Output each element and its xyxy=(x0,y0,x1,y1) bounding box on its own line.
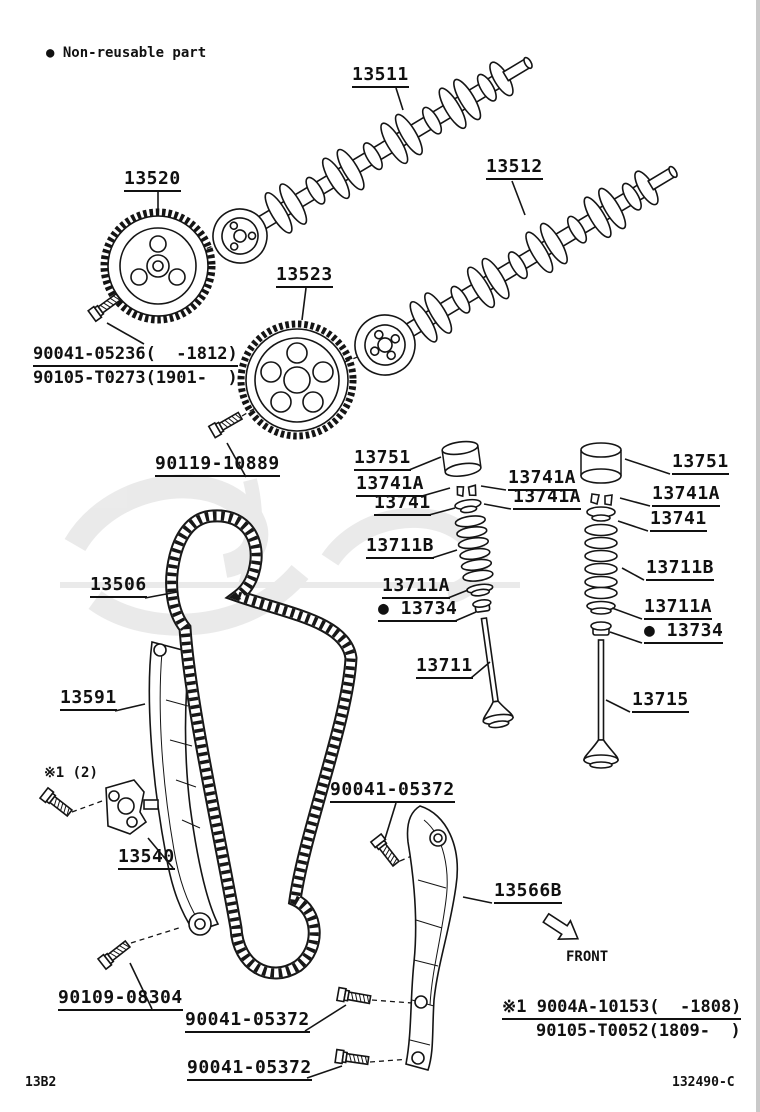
label-90041-05236: 90041-05236( -1812) xyxy=(33,345,238,367)
camshaft-13511-drawing xyxy=(212,40,544,264)
label-90041-05372-mid: 90041-05372 xyxy=(185,1010,310,1033)
timing-chain-drawing xyxy=(165,509,358,980)
scan-edge xyxy=(756,0,760,1112)
label-13540: 13540 xyxy=(118,847,175,870)
label-13711: 13711 xyxy=(416,656,473,679)
vvt-gear-drawing xyxy=(100,208,216,324)
label-13734-center: ● 13734 xyxy=(378,599,458,622)
label-13741A-center-right-top: 13741A xyxy=(508,468,577,491)
label-13711B-center: 13711B xyxy=(366,536,435,559)
figure-code: 132490-C xyxy=(672,1075,735,1090)
label-footnote-90105-T0052: 90105-T0052(1809- ) xyxy=(536,1021,741,1041)
valve-stack-right-drawing xyxy=(580,442,622,769)
label-13711B-right: 13711B xyxy=(646,558,715,581)
bolt-90041-05372-top-drawing xyxy=(370,833,402,869)
label-13591: 13591 xyxy=(60,688,117,711)
page-code-left: 13B2 xyxy=(25,1075,57,1090)
label-footnote-9004A-10153: ※1 9004A-10153( -1808) xyxy=(502,998,742,1020)
label-13751-right: 13751 xyxy=(672,452,729,475)
bolt-note1-drawing xyxy=(39,787,75,819)
label-90041-05372-top: 90041-05372 xyxy=(330,780,455,803)
label-90119-10889: 90119-10889 xyxy=(155,454,280,477)
camshaft-13512-drawing xyxy=(354,149,689,376)
label-13741-right: 13741 xyxy=(650,509,707,532)
bolt-90041-05372-mid-drawing xyxy=(336,986,372,1007)
label-13512: 13512 xyxy=(486,157,543,180)
label-13520: 13520 xyxy=(124,169,181,192)
chain-guide-drawing xyxy=(405,805,458,1071)
label-13741A-right: 13741A xyxy=(652,484,721,507)
tensioner-slipper-drawing xyxy=(148,640,220,936)
label-13506: 13506 xyxy=(90,575,147,598)
label-13711A-right: 13711A xyxy=(644,597,713,620)
label-90105-T0273: 90105-T0273(1901- ) xyxy=(33,368,238,388)
chain-tensioner-drawing xyxy=(105,779,159,835)
valve-stack-center-drawing xyxy=(441,440,514,729)
label-note1-ref: ※1 (2) xyxy=(44,765,98,781)
label-13715: 13715 xyxy=(632,690,689,713)
bolt-90109-08304-drawing xyxy=(97,938,133,970)
leader-lines xyxy=(106,87,671,1079)
label-13511: 13511 xyxy=(352,65,409,88)
label-90109-08304: 90109-08304 xyxy=(58,988,183,1011)
label-13734-right: ● 13734 xyxy=(644,621,724,644)
bolt-90041-05236-drawing xyxy=(87,290,123,323)
legend-non-reusable: ● Non-reusable part xyxy=(46,45,207,61)
label-13751-center: 13751 xyxy=(354,448,411,471)
bolt-90119-10889-drawing xyxy=(207,409,245,439)
label-13741-center: 13741 xyxy=(374,493,431,516)
label-13523: 13523 xyxy=(276,265,333,288)
label-13741A-center-left: 13741A xyxy=(356,474,425,497)
label-13711A-center: 13711A xyxy=(382,576,451,599)
bolt-90041-05372-bottom-drawing xyxy=(334,1048,370,1068)
timing-sprocket-drawing xyxy=(237,320,357,440)
front-arrow-icon xyxy=(542,912,580,941)
label-13741A-center-right-bottom: 13741A xyxy=(513,487,582,510)
label-13566B: 13566B xyxy=(494,881,563,904)
label-90041-05372-bottom: 90041-05372 xyxy=(187,1058,312,1081)
label-front: FRONT xyxy=(566,949,609,965)
